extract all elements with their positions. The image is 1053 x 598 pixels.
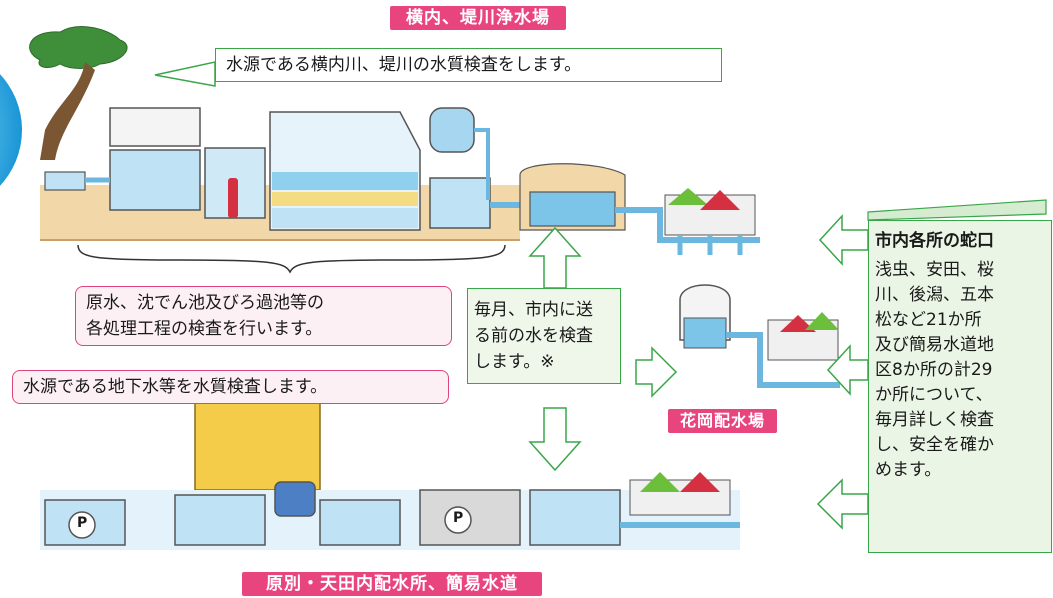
top-plant-label: 横内、堤川浄水場 [390, 6, 566, 30]
process-check-line: 各処理工程の検査を行います。 [86, 319, 323, 339]
taps-panel-line: 川、後潟、五本 [875, 285, 994, 305]
monthly-check-callout: 毎月、市内に送 る前の水を検査 します。※ [467, 288, 621, 384]
arrow-right-icon [635, 346, 678, 398]
process-check-line: 原水、沈でん池及びろ過池等の [86, 293, 324, 313]
taps-panel-line: 毎月詳しく検査 [875, 410, 994, 430]
hanaoka-reservoir-illustration [679, 284, 840, 388]
pump-label: P [77, 515, 88, 531]
hanaoka-label: 花岡配水場 [668, 409, 778, 433]
bottom-plant-label: 原別・天田内配水所、簡易水道 [242, 572, 542, 596]
groundwater-check-text: 水源である地下水等を水質検査します。 [23, 377, 328, 397]
pump-icon [68, 511, 96, 539]
taps-panel-line: めます。 [875, 460, 942, 480]
top-plant-illustration [29, 26, 530, 241]
monthly-check-line: 毎月、市内に送 [474, 300, 593, 320]
brace-icon [77, 244, 506, 274]
river-check-text: 水源である横内川、堤川の水質検査をします。 [226, 55, 582, 75]
taps-panel-line: か所について、 [875, 385, 993, 405]
arrow-left-icon [816, 478, 869, 530]
bottom-plant-illustration [40, 394, 740, 550]
houses-icon-top [664, 188, 756, 255]
globe-decoration [0, 74, 22, 186]
pump-icon [444, 506, 472, 534]
scroll-curl [867, 199, 1047, 221]
callout-pointer [154, 61, 216, 87]
monthly-check-line: る前の水を検査 [474, 326, 593, 346]
taps-panel-line: し、安全を確か [875, 435, 994, 455]
monthly-check-line: します。※ [474, 352, 555, 372]
groundwater-check-callout: 水源である地下水等を水質検査します。 [12, 370, 449, 404]
arrow-left-icon [818, 214, 869, 266]
arrow-up-icon [528, 226, 582, 289]
tree-icon [29, 26, 128, 69]
taps-panel-line: 及び簡易水道地 [875, 335, 994, 355]
pump-label: P [453, 510, 464, 526]
arrow-left-icon [826, 344, 869, 396]
river-check-callout: 水源である横内川、堤川の水質検査をします。 [215, 48, 722, 82]
taps-panel-line: 区8か所の計29 [875, 360, 993, 380]
taps-panel-line: 浅虫、安田、桜 [875, 260, 994, 280]
reservoir-illustration [519, 163, 760, 243]
taps-panel-title: 市内各所の蛇口 [875, 231, 994, 251]
taps-panel-line: 松など21か所 [875, 310, 982, 330]
arrow-down-icon [528, 407, 582, 472]
taps-panel: 市内各所の蛇口 浅虫、安田、桜 川、後潟、五本 松など21か所 及び簡易水道地 … [868, 220, 1052, 553]
process-check-callout: 原水、沈でん池及びろ過池等の 各処理工程の検査を行います。 [75, 286, 452, 346]
